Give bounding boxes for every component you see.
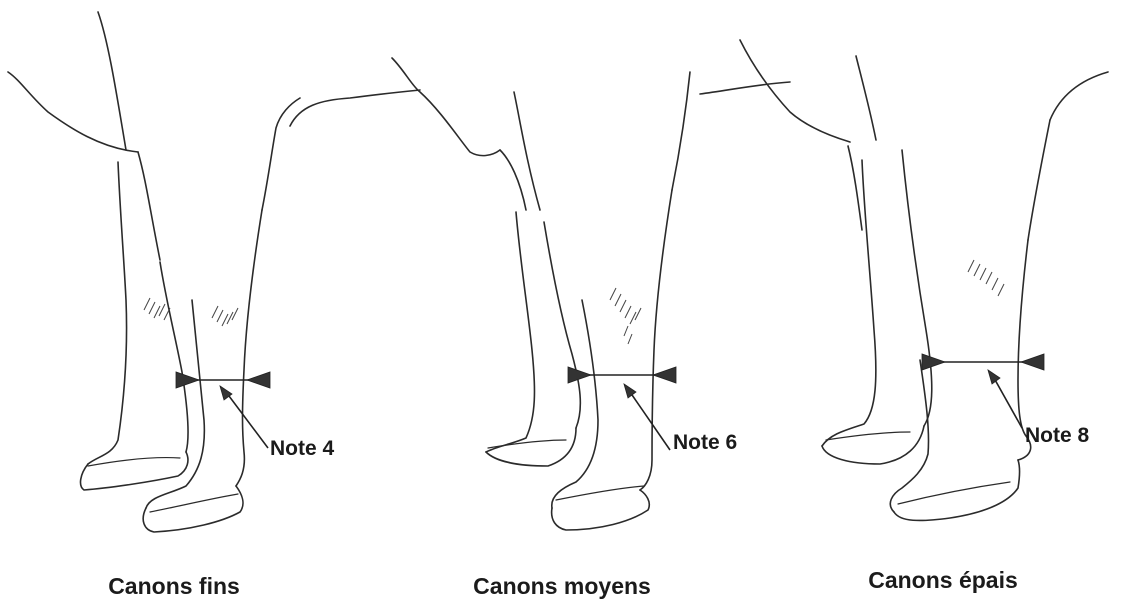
front-leg-outer bbox=[88, 162, 127, 464]
shoulder-line bbox=[138, 152, 160, 260]
body-outline bbox=[392, 58, 500, 156]
front-leg-inner bbox=[544, 222, 580, 428]
chest-outline bbox=[856, 56, 876, 140]
body-outline bbox=[8, 72, 138, 152]
note-pointer bbox=[630, 392, 670, 450]
belly-outline bbox=[700, 82, 790, 94]
caption-epais: Canons épais bbox=[868, 567, 1018, 594]
rear-hoof bbox=[143, 486, 243, 532]
chest-outline bbox=[514, 92, 540, 210]
caption-fins: Canons fins bbox=[108, 573, 240, 600]
rear-leg-outer bbox=[236, 210, 262, 486]
panel-epais-drawing bbox=[700, 40, 1108, 520]
rear-coronet bbox=[150, 494, 238, 512]
rear-coronet bbox=[898, 482, 1010, 504]
chest-outline bbox=[98, 12, 126, 150]
front-leg-inner bbox=[160, 262, 188, 452]
front-leg-inner bbox=[902, 150, 932, 426]
rear-coronet bbox=[556, 486, 644, 500]
note-label-epais: Note 8 bbox=[1025, 424, 1089, 448]
panel-fins-drawing bbox=[8, 12, 300, 532]
body-outline bbox=[740, 40, 850, 142]
front-coronet bbox=[88, 458, 180, 466]
measure-arrow-left bbox=[568, 367, 591, 383]
note-pointer-head bbox=[624, 384, 636, 398]
panel-moyens-drawing bbox=[290, 58, 690, 530]
measure-arrow-right bbox=[653, 367, 676, 383]
measure-arrow-left bbox=[176, 372, 199, 388]
rear-hoof bbox=[552, 490, 650, 530]
rear-leg-inner bbox=[890, 360, 928, 512]
front-leg-outer bbox=[822, 160, 876, 446]
hair-hatch bbox=[144, 298, 170, 320]
hair-hatch bbox=[610, 288, 641, 344]
rear-hoof bbox=[894, 460, 1020, 520]
front-leg-outer bbox=[486, 212, 534, 452]
shoulder-line bbox=[848, 146, 862, 230]
shoulder-line bbox=[500, 150, 526, 210]
rear-leg-upper bbox=[672, 72, 690, 190]
note-label-moyens: Note 6 bbox=[673, 431, 737, 455]
measure-arrow-left bbox=[922, 354, 945, 370]
belly-outline bbox=[290, 90, 420, 126]
measure-arrow-right bbox=[1021, 354, 1044, 370]
measure-arrow-right bbox=[247, 372, 270, 388]
rear-leg-upper bbox=[262, 98, 300, 210]
note-pointer-head bbox=[988, 370, 1000, 384]
rear-leg-inner bbox=[552, 300, 598, 508]
note-label-fins: Note 4 bbox=[270, 437, 334, 461]
hair-hatch bbox=[212, 306, 238, 326]
rear-leg-upper bbox=[1028, 120, 1050, 240]
hair-hatch bbox=[968, 260, 1004, 296]
note-pointer bbox=[226, 392, 268, 448]
rear-back bbox=[1050, 72, 1108, 120]
caption-moyens: Canons moyens bbox=[473, 573, 651, 600]
